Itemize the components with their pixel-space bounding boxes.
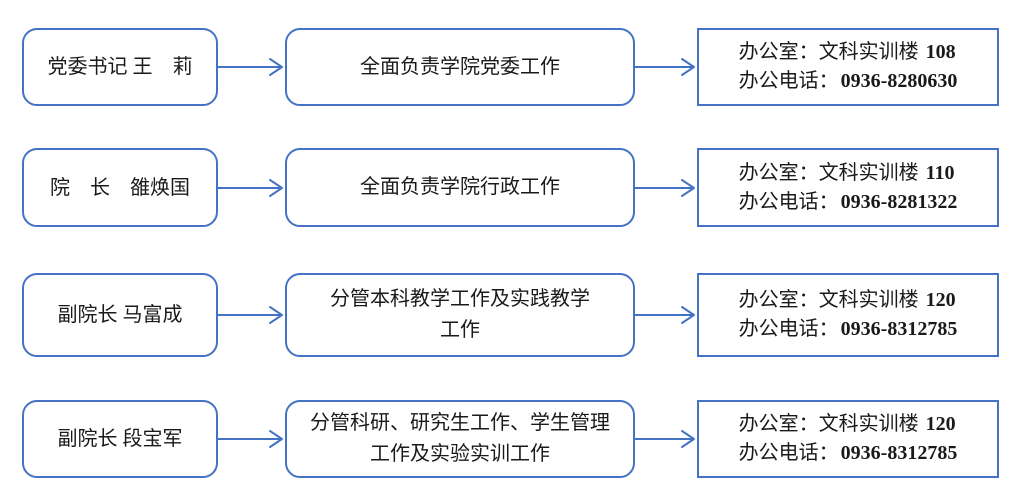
office-number: 120 xyxy=(925,413,956,435)
phone-number: 0936-8280630 xyxy=(840,70,958,92)
duty-box-4: 分管科研、研究生工作、学生管理 工作及实验实训工作 xyxy=(285,400,635,478)
office-line: 办公室：文科实训楼 120 xyxy=(739,286,958,315)
office-line: 办公室：文科实训楼 120 xyxy=(739,410,958,439)
arrow-icon xyxy=(635,58,695,76)
duty-text-3: 分管本科教学工作及实践教学 工作 xyxy=(330,288,590,341)
office-number: 108 xyxy=(925,41,956,63)
role-text-3: 副院长 马富成 xyxy=(57,304,183,326)
role-box-2: 院 长 雒焕国 xyxy=(22,148,218,227)
contact-info: 办公室：文科实训楼 120 办公电话：0936-8312785 xyxy=(739,410,958,468)
role-text-1: 党委书记 王 莉 xyxy=(47,56,193,78)
arrow-icon xyxy=(635,306,695,324)
phone-line: 办公电话：0936-8312785 xyxy=(739,439,958,468)
phone-number: 0936-8281322 xyxy=(840,190,958,213)
phone-number: 0936-8312785 xyxy=(840,318,958,340)
office-line: 办公室：文科实训楼 110 xyxy=(739,159,958,188)
arrow-icon xyxy=(635,178,695,197)
role-text-2: 院 长 雒焕国 xyxy=(50,176,190,199)
duty-box-2: 全面负责学院行政工作 xyxy=(285,148,635,227)
office-label: 办公室：文科实训楼 xyxy=(738,41,919,63)
role-box-1: 党委书记 王 莉 xyxy=(22,28,218,106)
office-label: 办公室：文科实训楼 xyxy=(738,289,919,311)
contact-info: 办公室：文科实训楼 120 办公电话：0936-8312785 xyxy=(739,286,958,344)
duty-text-2: 全面负责学院行政工作 xyxy=(360,176,560,198)
arrow-icon xyxy=(218,58,283,76)
arrow-icon xyxy=(218,430,283,448)
arrow-icon xyxy=(218,306,283,324)
org-row-2: 院 长 雒焕国 全面负责学院行政工作 办公室：文科实训楼 110 办公电话：093… xyxy=(0,148,1024,227)
phone-label: 办公电话： xyxy=(738,442,839,464)
office-number: 120 xyxy=(925,289,956,311)
contact-box-2: 办公室：文科实训楼 110 办公电话：0936-8281322 xyxy=(697,148,999,227)
phone-line: 办公电话：0936-8281322 xyxy=(739,188,958,217)
arrow-icon xyxy=(218,178,283,197)
contact-box-1: 办公室：文科实训楼 108 办公电话：0936-8280630 xyxy=(697,28,999,106)
role-text-4: 副院长 段宝军 xyxy=(57,428,183,450)
office-label: 办公室：文科实训楼 xyxy=(738,413,919,435)
role-box-3: 副院长 马富成 xyxy=(22,273,218,357)
phone-label: 办公电话： xyxy=(738,190,839,213)
duty-text-4: 分管科研、研究生工作、学生管理 工作及实验实训工作 xyxy=(310,412,610,465)
arrow-icon xyxy=(635,430,695,448)
org-row-1: 党委书记 王 莉 全面负责学院党委工作 办公室：文科实训楼 108 办公电话：09… xyxy=(0,28,1024,106)
office-label: 办公室：文科实训楼 xyxy=(738,161,919,184)
duty-text-1: 全面负责学院党委工作 xyxy=(360,55,560,78)
contact-info: 办公室：文科实训楼 108 办公电话：0936-8280630 xyxy=(739,38,958,96)
contact-box-3: 办公室：文科实训楼 120 办公电话：0936-8312785 xyxy=(697,273,999,357)
duty-box-3: 分管本科教学工作及实践教学 工作 xyxy=(285,273,635,357)
phone-number: 0936-8312785 xyxy=(840,442,958,464)
duty-box-1: 全面负责学院党委工作 xyxy=(285,28,635,106)
phone-label: 办公电话： xyxy=(738,70,839,92)
contact-info: 办公室：文科实训楼 110 办公电话：0936-8281322 xyxy=(739,159,958,217)
office-number: 110 xyxy=(925,161,955,184)
phone-line: 办公电话：0936-8312785 xyxy=(739,315,958,344)
contact-box-4: 办公室：文科实训楼 120 办公电话：0936-8312785 xyxy=(697,400,999,478)
phone-label: 办公电话： xyxy=(738,318,839,340)
phone-line: 办公电话：0936-8280630 xyxy=(739,67,958,96)
office-line: 办公室：文科实训楼 108 xyxy=(739,38,958,67)
org-row-3: 副院长 马富成 分管本科教学工作及实践教学 工作 办公室：文科实训楼 120 办公… xyxy=(0,273,1024,357)
org-row-4: 副院长 段宝军 分管科研、研究生工作、学生管理 工作及实验实训工作 办公室：文科… xyxy=(0,400,1024,478)
role-box-4: 副院长 段宝军 xyxy=(22,400,218,478)
